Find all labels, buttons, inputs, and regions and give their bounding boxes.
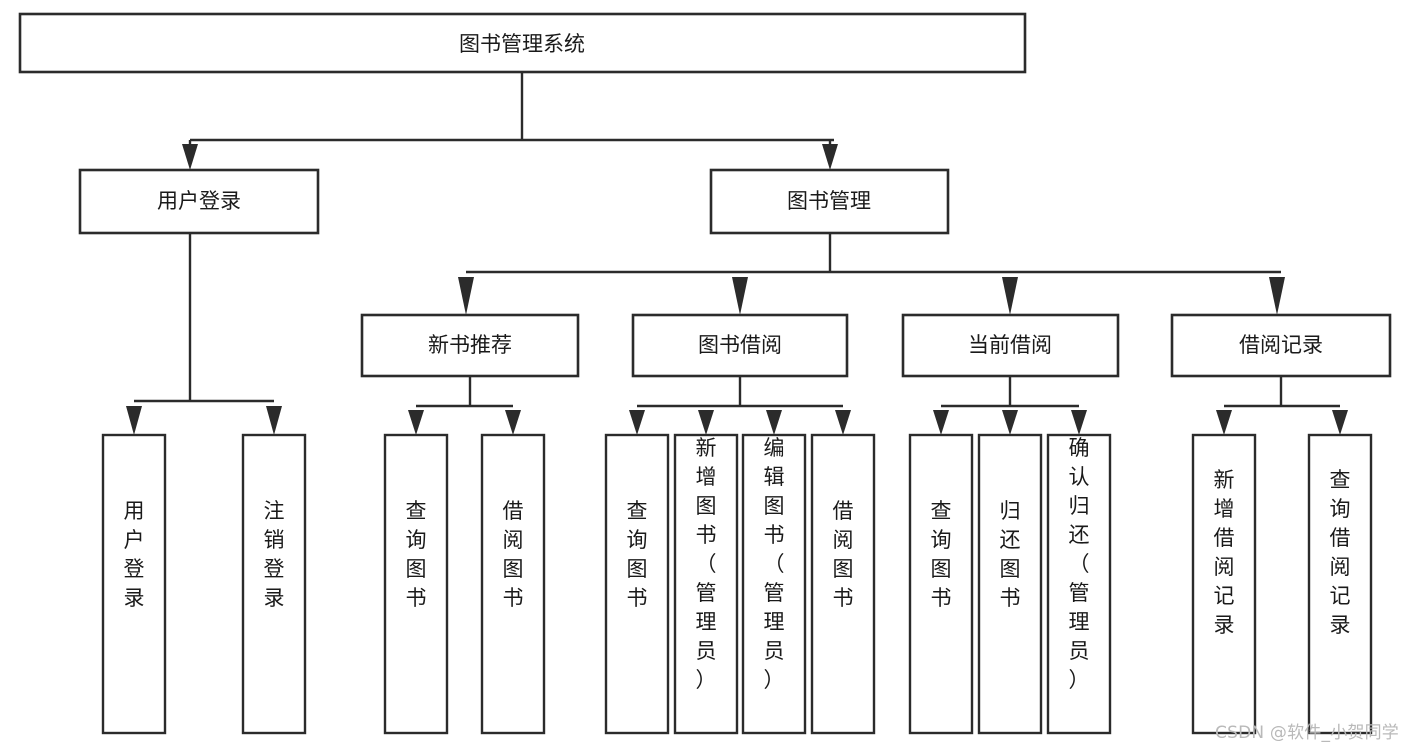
leaf-node-logout[interactable]: 注销登录 bbox=[241, 433, 307, 735]
leaf-query-book-1-label: 查询图书 bbox=[406, 499, 427, 610]
leaf-query-book-3-label: 查询图书 bbox=[931, 499, 952, 610]
node-book-borrow-label: 图书借阅 bbox=[698, 333, 782, 357]
arrow-head-borrow-record bbox=[1269, 277, 1285, 315]
arrow-head-leaf-borrow-book-1 bbox=[505, 410, 521, 435]
arrow-head-leaf-query-record bbox=[1332, 410, 1348, 435]
arrow-head-book-borrow bbox=[732, 277, 748, 315]
leaf-borrow-book-1-box[interactable] bbox=[480, 433, 546, 735]
leaf-node-query-borrow-record[interactable]: 查询借阅记录 bbox=[1307, 433, 1373, 735]
leaf-add-record-box[interactable] bbox=[1191, 433, 1257, 735]
node-book-management[interactable]: 图书管理 bbox=[709, 168, 950, 235]
connectors-book-manage-to-level3 bbox=[458, 233, 1285, 315]
leaf-node-user-login[interactable]: 用户登录 bbox=[101, 433, 167, 735]
node-new-book-recommend[interactable]: 新书推荐 bbox=[360, 313, 580, 378]
arrow-head-current-borrow bbox=[1002, 277, 1018, 315]
arrow-head-leaf-user-login bbox=[126, 406, 142, 435]
arrow-head-new-book-recommend bbox=[458, 277, 474, 315]
leaf-confirm-return-label: 确认归还（管理员） bbox=[1069, 436, 1090, 692]
csdn-watermark: CSDN @软件_小贺同学 bbox=[1215, 723, 1399, 743]
arrow-head-leaf-borrow-book-2 bbox=[835, 410, 851, 435]
arrow-head-user-login bbox=[182, 144, 198, 170]
node-current-borrow-box[interactable] bbox=[901, 313, 1120, 378]
node-root-box[interactable] bbox=[18, 12, 1027, 74]
arrow-head-leaf-logout bbox=[266, 406, 282, 435]
node-root-book-management-system[interactable]: 图书管理系统 bbox=[18, 12, 1027, 74]
leaf-add-book-label: 新增图书（管理员） bbox=[696, 436, 717, 692]
connectors-root-to-level2 bbox=[182, 72, 838, 170]
leaf-node-borrow-book[interactable]: 借阅图书 bbox=[810, 433, 876, 735]
leaf-node-borrow-book-recommend[interactable]: 借阅图书 bbox=[480, 433, 546, 735]
leaf-borrow-book-1-label: 借阅图书 bbox=[503, 499, 524, 610]
leaf-edit-book-label: 编辑图书（管理员） bbox=[764, 436, 785, 692]
connectors-new-book-recommend-to-leaves bbox=[408, 376, 521, 435]
node-user-login[interactable]: 用户登录 bbox=[78, 168, 320, 235]
connectors-book-borrow-to-leaves bbox=[629, 376, 851, 435]
leaf-node-query-book-current[interactable]: 查询图书 bbox=[908, 433, 974, 735]
leaf-node-add-borrow-record[interactable]: 新增借阅记录 bbox=[1191, 433, 1257, 735]
connectors-user-login-to-leaves bbox=[126, 233, 282, 435]
node-user-login-label: 用户登录 bbox=[157, 189, 241, 213]
arrow-head-leaf-edit-book bbox=[766, 410, 782, 435]
node-root-label: 图书管理系统 bbox=[459, 32, 585, 56]
leaf-edit-book-box[interactable] bbox=[741, 433, 807, 735]
leaf-node-add-book[interactable]: 新增图书（管理员） bbox=[673, 433, 739, 735]
node-current-borrow-label: 当前借阅 bbox=[968, 333, 1052, 357]
leaf-node-return-book[interactable]: 归还图书 bbox=[977, 433, 1043, 735]
leaf-query-book-3-box[interactable] bbox=[908, 433, 974, 735]
connectors-borrow-record-to-leaves bbox=[1216, 376, 1348, 435]
leaf-return-book-label: 归还图书 bbox=[1000, 499, 1021, 610]
arrow-head-leaf-add-book bbox=[698, 410, 714, 435]
leaf-query-book-1-box[interactable] bbox=[383, 433, 449, 735]
leaf-borrow-book-2-label: 借阅图书 bbox=[833, 499, 854, 610]
leaf-node-confirm-return[interactable]: 确认归还（管理员） bbox=[1046, 433, 1112, 735]
node-borrow-record-box[interactable] bbox=[1170, 313, 1392, 378]
node-new-book-recommend-box[interactable] bbox=[360, 313, 580, 378]
leaf-add-book-box[interactable] bbox=[673, 433, 739, 735]
arrow-head-leaf-return-book bbox=[1002, 410, 1018, 435]
leaf-query-book-2-label: 查询图书 bbox=[627, 499, 648, 610]
node-book-borrow[interactable]: 图书借阅 bbox=[631, 313, 849, 378]
arrow-head-leaf-query-book-1 bbox=[408, 410, 424, 435]
leaf-query-record-label: 查询借阅记录 bbox=[1330, 468, 1351, 637]
connectors-current-borrow-to-leaves bbox=[933, 376, 1087, 435]
leaf-logout-box[interactable] bbox=[241, 433, 307, 735]
node-book-management-label: 图书管理 bbox=[787, 189, 871, 213]
arrow-head-leaf-query-book-3 bbox=[933, 410, 949, 435]
leaf-query-record-box[interactable] bbox=[1307, 433, 1373, 735]
arrow-head-leaf-add-record bbox=[1216, 410, 1232, 435]
arrow-head-leaf-query-book-2 bbox=[629, 410, 645, 435]
node-book-management-box[interactable] bbox=[709, 168, 950, 235]
leaf-confirm-return-box[interactable] bbox=[1046, 433, 1112, 735]
leaf-node-query-book-recommend[interactable]: 查询图书 bbox=[383, 433, 449, 735]
node-new-book-recommend-label: 新书推荐 bbox=[428, 333, 512, 357]
leaf-user-login-label: 用户登录 bbox=[124, 499, 145, 610]
leaf-logout-label: 注销登录 bbox=[264, 499, 285, 610]
leaf-borrow-book-2-box[interactable] bbox=[810, 433, 876, 735]
leaf-query-book-2-box[interactable] bbox=[604, 433, 670, 735]
leaf-node-edit-book[interactable]: 编辑图书（管理员） bbox=[741, 433, 807, 735]
node-user-login-box[interactable] bbox=[78, 168, 320, 235]
leaf-return-book-box[interactable] bbox=[977, 433, 1043, 735]
leaf-node-query-book-borrow[interactable]: 查询图书 bbox=[604, 433, 670, 735]
node-current-borrow[interactable]: 当前借阅 bbox=[901, 313, 1120, 378]
arrow-head-leaf-confirm-return bbox=[1071, 410, 1087, 435]
leaf-user-login-box[interactable] bbox=[101, 433, 167, 735]
arrow-head-book-manage bbox=[822, 144, 838, 170]
node-borrow-record[interactable]: 借阅记录 bbox=[1170, 313, 1392, 378]
node-book-borrow-box[interactable] bbox=[631, 313, 849, 378]
leaf-add-record-label: 新增借阅记录 bbox=[1214, 468, 1235, 637]
node-borrow-record-label: 借阅记录 bbox=[1239, 333, 1323, 357]
